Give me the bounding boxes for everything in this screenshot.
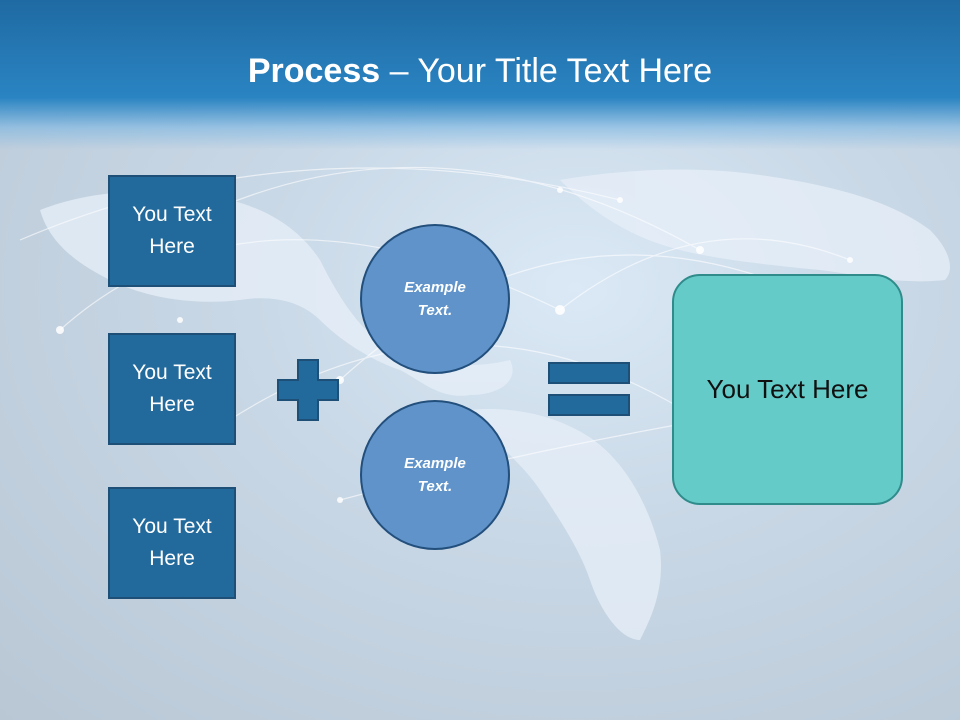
- title-bold: Process: [247, 52, 381, 90]
- example-circle-1: Example Text.: [360, 224, 510, 374]
- input-box-1: You Text Here: [108, 175, 236, 287]
- slide-title: Process – Your Title Text Here: [0, 52, 960, 91]
- result-box: You Text Here: [672, 274, 903, 505]
- plus-icon: [277, 359, 339, 421]
- example-circle-2: Example Text.: [360, 400, 510, 550]
- header-band: [0, 0, 960, 150]
- input-box-2: You Text Here: [108, 333, 236, 445]
- input-box-3: You Text Here: [108, 487, 236, 599]
- title-rest: – Your Title Text Here: [380, 52, 713, 90]
- equals-icon: [548, 362, 630, 416]
